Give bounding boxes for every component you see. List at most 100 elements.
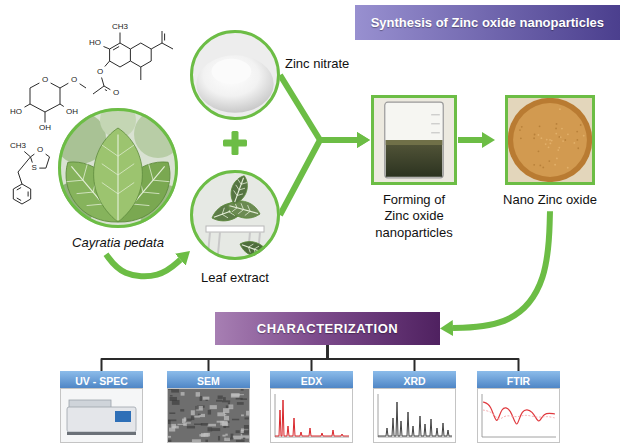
- chemical-bond: [80, 84, 86, 88]
- leaf-vein: [67, 164, 94, 189]
- powder-grain: [557, 149, 559, 151]
- bracket-line: [312, 345, 328, 371]
- micrograph-grain: [191, 416, 194, 420]
- photo-ground: [505, 95, 595, 185]
- card-image: [270, 388, 353, 443]
- micrograph-grain: [207, 424, 216, 427]
- leaf-vein: [245, 205, 252, 216]
- powder-grain: [548, 160, 550, 162]
- card-image: [477, 388, 560, 443]
- bracket-line: [209, 345, 328, 371]
- drawing-part: [190, 30, 280, 120]
- micrograph-grain: [208, 410, 211, 415]
- chemical-bond: [25, 104, 31, 107]
- node-illustration: [167, 388, 250, 443]
- photo-ground: [270, 388, 353, 443]
- photo-ground: [373, 388, 456, 443]
- micrograph-grain: [217, 421, 225, 423]
- powder-grain: [573, 142, 575, 144]
- technique-card: XRD: [373, 371, 456, 443]
- micrograph-grain: [198, 414, 201, 415]
- leaf-vein: [220, 208, 228, 220]
- chart-axis: [275, 394, 349, 437]
- drawing-part: [371, 95, 457, 185]
- atom-label: O: [70, 76, 78, 84]
- chemical-bond: [30, 104, 45, 112]
- micrograph-grain: [243, 438, 245, 439]
- leaf-vein: [117, 135, 118, 220]
- chemical-bond: [46, 154, 50, 157]
- micrograph-grain: [223, 408, 229, 413]
- instrument-panel: [115, 411, 131, 422]
- powder-grain: [554, 164, 556, 166]
- card-image: [373, 388, 456, 443]
- step-label: Forming of Zinc oxide nanoparticles: [370, 192, 458, 244]
- beaker-mark: [431, 123, 440, 124]
- powder-grain: [533, 137, 535, 139]
- micrograph-grain: [182, 419, 186, 424]
- process-arrow: [280, 75, 357, 140]
- chemical-bond: [18, 172, 22, 184]
- micrograph-grain: [236, 430, 240, 433]
- micrograph-grain: [231, 393, 239, 396]
- micrograph-grain: [225, 434, 227, 436]
- node-illustration: [190, 170, 280, 260]
- atom-label: O: [41, 76, 49, 84]
- powder-grain: [567, 167, 569, 169]
- box-outline: [374, 389, 456, 443]
- chemical-bond: [151, 49, 152, 61]
- micrograph-grain: [223, 426, 229, 427]
- atom-label: O: [112, 89, 120, 97]
- powder-grain: [562, 140, 564, 142]
- photo-frame: [371, 95, 457, 185]
- technique-name: UV - SPEC: [75, 373, 128, 390]
- micrograph-grain: [203, 397, 210, 400]
- chemical-bond: [162, 31, 163, 43]
- micrograph-grain: [195, 406, 198, 410]
- chemical-bond: [30, 83, 39, 88]
- powder-grain: [534, 134, 536, 136]
- atom-label: OH: [38, 124, 52, 132]
- card-header: SEM: [167, 371, 250, 388]
- node-illustration: [58, 108, 178, 228]
- drying-rack: [206, 226, 264, 232]
- chemical-bond: [30, 88, 31, 104]
- node-illustration: [373, 388, 456, 443]
- micrograph-grain: [231, 393, 239, 397]
- micrograph-grain: [241, 414, 244, 416]
- node-illustration: [60, 388, 143, 443]
- node-illustration: [371, 95, 457, 185]
- chemical-bond: [110, 61, 120, 67]
- atom-label: OH: [65, 108, 79, 116]
- chemical-bond: [130, 43, 140, 49]
- circle-outline: [60, 110, 177, 227]
- powder-grain: [567, 133, 569, 135]
- micrograph-grain: [205, 400, 207, 401]
- chart-axis: [482, 394, 556, 437]
- chemical-bond: [13, 189, 14, 199]
- atom-label: CH3: [111, 23, 129, 31]
- card-image: [60, 388, 143, 443]
- drawing-part: [477, 388, 560, 443]
- drawing-part: [190, 170, 280, 260]
- chemical-bond: [120, 43, 130, 49]
- powder-grain: [555, 133, 557, 135]
- technique-card: EDX: [270, 371, 353, 443]
- reagent-circle: Zinc nitrate: [190, 30, 280, 120]
- chemical-bond: [60, 83, 68, 88]
- chemical-bond: [151, 43, 162, 49]
- chemical-bond: [51, 83, 60, 88]
- powder-grain: [583, 135, 585, 137]
- chemical-bond: [120, 33, 121, 44]
- chemical-bond: [60, 104, 64, 107]
- powder-grain: [519, 129, 521, 131]
- bracket-line: [328, 345, 519, 371]
- powder-grain: [564, 139, 566, 141]
- diffraction-line: [378, 402, 452, 436]
- micrograph-grain: [224, 438, 230, 441]
- chemical-bond: [22, 199, 31, 204]
- process-arrow: [458, 137, 482, 143]
- powder-grain: [580, 124, 582, 126]
- reaction-photo: Forming of Zinc oxide nanoparticles: [370, 95, 458, 244]
